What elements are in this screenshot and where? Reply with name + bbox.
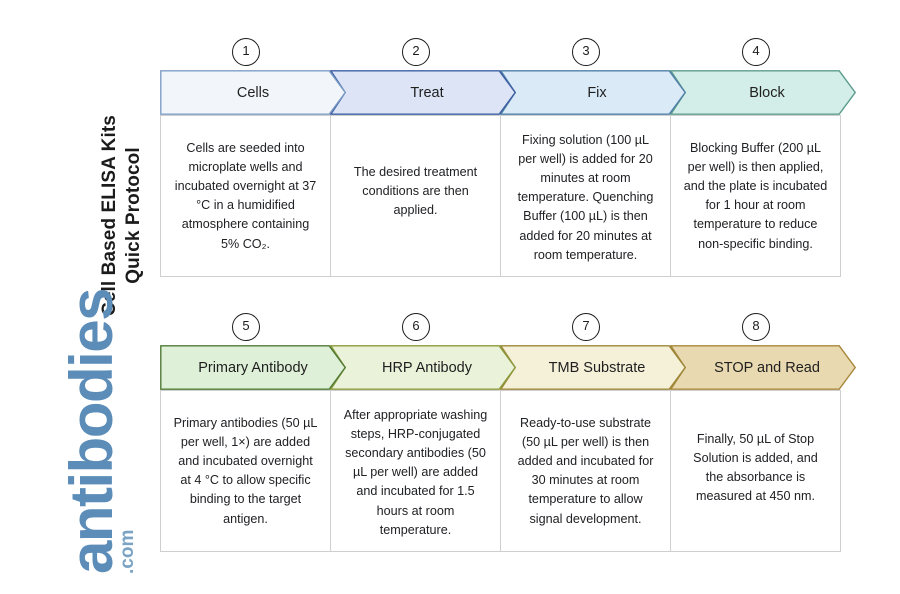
flow-step-3[interactable]: Fix xyxy=(500,70,686,115)
flow-row-2: Primary Antibody HRP Antibody TMB Substrat… xyxy=(160,345,856,552)
flow-step-label: Cells xyxy=(236,84,270,101)
step-number-badge-6: 6 xyxy=(402,313,430,341)
flow-step-2[interactable]: Treat xyxy=(330,70,516,115)
flow-row-1: Cells Treat Fix Block Cells are seeded into… xyxy=(160,70,856,277)
flow-step-label: Primary Antibody xyxy=(198,359,308,376)
logo-tld: .com xyxy=(117,529,138,574)
flow-step-label: Treat xyxy=(410,84,444,101)
flow-step-description-4: Blocking Buffer (200 µL per well) is the… xyxy=(670,115,841,277)
chevron-strip-row-2: Primary Antibody HRP Antibody TMB Substrat… xyxy=(160,345,856,390)
flow-step-label: STOP and Read xyxy=(714,359,820,376)
flow-step-description-text: Primary antibodies (50 µL per well, 1×) … xyxy=(173,415,318,526)
step-number-badge-1: 1 xyxy=(232,38,260,66)
flow-step-description-text: Fixing solution (100 µL per well) is add… xyxy=(517,132,654,262)
chevron-shape xyxy=(160,70,346,115)
flow-step-description-text: Ready-to-use substrate (50 µL per well) … xyxy=(517,415,654,526)
flow-step-description-text: After appropriate washing steps, HRP-con… xyxy=(343,407,488,537)
description-strip-row-1: Cells are seeded into microplate wells a… xyxy=(160,115,841,277)
flow-step-description-text: Finally, 50 µL of Stop Solution is added… xyxy=(693,431,818,504)
step-number-badges-row-2: 5 6 7 8 xyxy=(160,313,840,345)
flow-step-7[interactable]: TMB Substrate xyxy=(500,345,686,390)
step-number-badge-2: 2 xyxy=(402,38,430,66)
flow-step-4[interactable]: Block xyxy=(670,70,856,115)
flow-step-label: HRP Antibody xyxy=(381,359,472,376)
chevron-shape xyxy=(160,345,346,390)
flow-step-description-3: Fixing solution (100 µL per well) is add… xyxy=(500,115,671,277)
flow-step-label: TMB Substrate xyxy=(548,359,646,376)
brand-logo: antibodies .com xyxy=(22,278,148,578)
diagram-title: Cell Based ELISA Kits Quick Protocol xyxy=(58,30,144,320)
step-number-badge-8: 8 xyxy=(742,313,770,341)
flow-step-description-1: Cells are seeded into microplate wells a… xyxy=(160,115,331,277)
description-strip-row-2: Primary antibodies (50 µL per well, 1×) … xyxy=(160,390,841,552)
flow-step-6[interactable]: HRP Antibody xyxy=(330,345,516,390)
step-number-badge-5: 5 xyxy=(232,313,260,341)
flow-step-description-text: The desired treatment conditions are the… xyxy=(353,165,478,218)
logo-wordmark: antibodies xyxy=(58,288,125,574)
flow-step-description-7: Ready-to-use substrate (50 µL per well) … xyxy=(500,390,671,552)
flow-step-description-text: Cells are seeded into microplate wells a… xyxy=(174,140,317,251)
flow-step-description-text: Blocking Buffer (200 µL per well) is the… xyxy=(683,140,828,251)
flow-step-description-5: Primary antibodies (50 µL per well, 1×) … xyxy=(160,390,331,552)
step-number-badge-7: 7 xyxy=(572,313,600,341)
flow-step-8[interactable]: STOP and Read xyxy=(670,345,856,390)
flow-step-description-8: Finally, 50 µL of Stop Solution is added… xyxy=(670,390,841,552)
flow-step-1[interactable]: Cells xyxy=(160,70,346,115)
step-number-badge-4: 4 xyxy=(742,38,770,66)
flow-step-description-2: The desired treatment conditions are the… xyxy=(330,115,501,277)
step-number-badges-row-1: 1 2 3 4 xyxy=(160,38,840,70)
chevron-strip-row-1: Cells Treat Fix Block xyxy=(160,70,856,115)
flow-step-label: Fix xyxy=(587,84,607,101)
step-number-badge-3: 3 xyxy=(572,38,600,66)
flow-step-description-6: After appropriate washing steps, HRP-con… xyxy=(330,390,501,552)
flow-step-5[interactable]: Primary Antibody xyxy=(160,345,346,390)
flow-step-label: Block xyxy=(749,84,785,101)
